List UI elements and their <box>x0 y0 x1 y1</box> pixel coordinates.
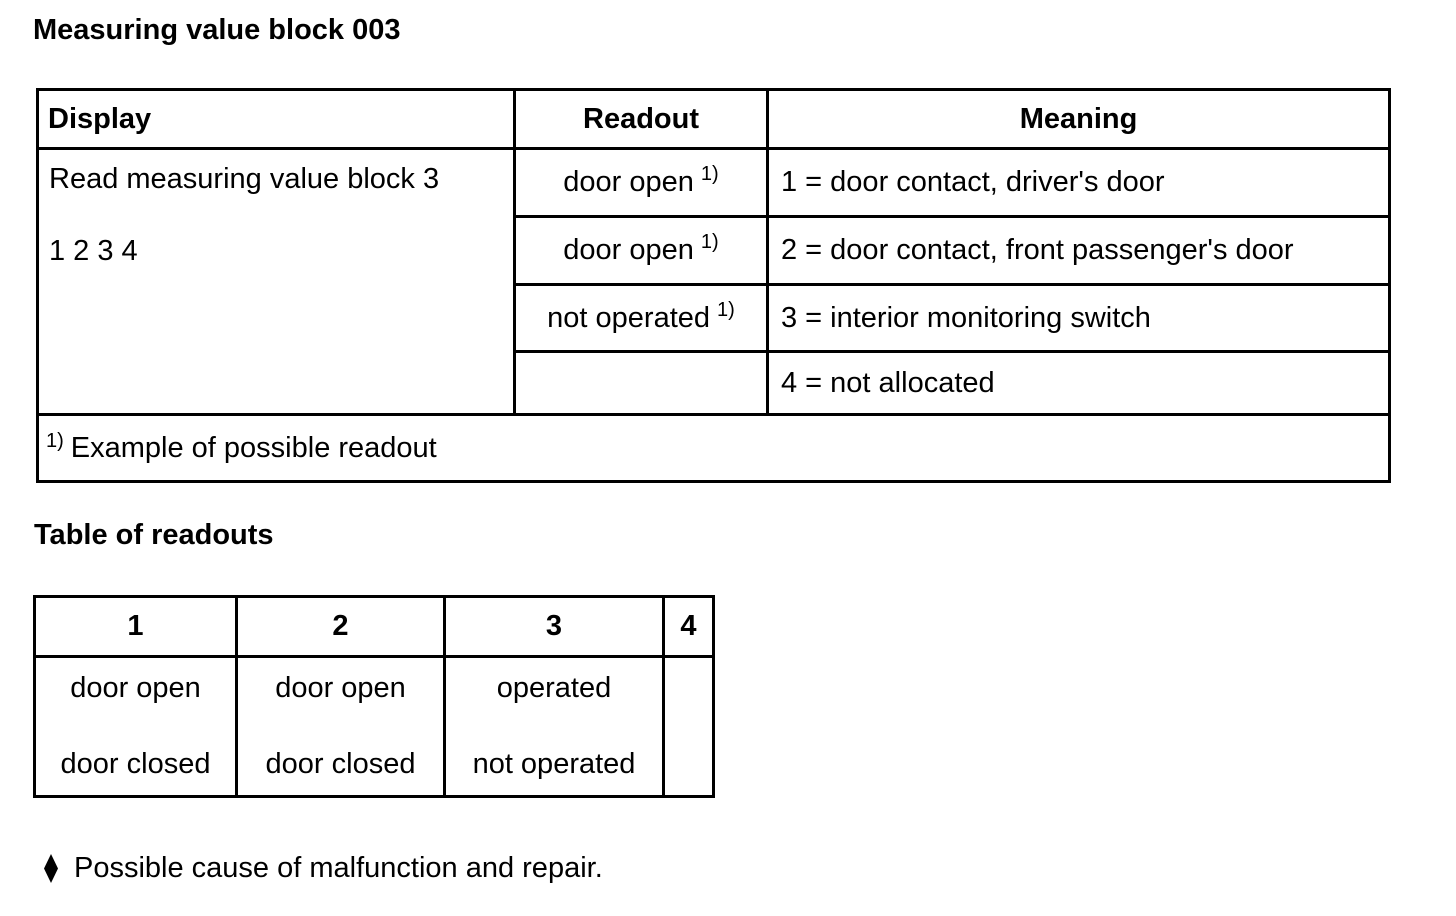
note-line: Possible cause of malfunction and repair… <box>44 851 603 885</box>
footnote-cell: 1) Example of possible readout <box>36 413 1391 483</box>
readouts-header-row: 1 2 3 4 <box>33 595 715 658</box>
meaning-cell-4: 4 = not allocated <box>766 350 1391 416</box>
readouts-body-row: door open door closed door open door clo… <box>33 655 715 798</box>
readout-value: not operated <box>547 301 711 334</box>
column-header-readout: Readout <box>513 88 769 150</box>
measuring-value-table: Display Readout Meaning Read measuring v… <box>36 88 1391 483</box>
footnote-reference: 1) <box>700 163 719 185</box>
readout-value: door open <box>563 234 694 266</box>
readout-state: operated <box>496 672 612 704</box>
table-row: not operated 1) 3 = interior monitoring s… <box>38 283 1391 353</box>
readout-cell-2: door open 1) <box>513 215 769 286</box>
readout-value: door open <box>563 166 694 198</box>
readout-state: door closed <box>265 748 416 780</box>
readout-cell-1: door open 1) <box>513 147 769 218</box>
footnote-text: Example of possible readout <box>70 431 437 464</box>
footnote-reference: 1) <box>700 231 719 253</box>
readouts-cell-1: door open door closed <box>33 655 238 798</box>
meaning-cell-2: 2 = door contact, front passenger's door <box>766 215 1391 286</box>
readouts-table: 1 2 3 4 door open door closed door open … <box>33 595 715 798</box>
section-title-readouts: Table of readouts <box>34 519 274 551</box>
column-header-display: Display <box>36 88 516 150</box>
display-instruction: Read measuring value block 3 <box>49 163 440 195</box>
footnote-reference: 1) <box>717 298 735 321</box>
table-row: Read measuring value block 3 1 2 3 4 doo… <box>36 147 1391 416</box>
table-row: door open 1) 2 = door contact, front pass… <box>38 215 1391 286</box>
diamond-bullet-icon <box>44 853 58 883</box>
readouts-column-header-2: 2 <box>235 595 446 658</box>
display-cell: Read measuring value block 3 1 2 3 4 <box>36 147 516 416</box>
readout-cell-4 <box>513 350 769 416</box>
readouts-column-header-3: 3 <box>443 595 665 658</box>
readouts-cell-3: operated not operated <box>443 655 665 798</box>
readout-state: not operated <box>472 748 636 780</box>
display-values: 1 2 3 4 <box>49 235 138 267</box>
readouts-column-header-4: 4 <box>662 595 715 658</box>
readouts-column-header-1: 1 <box>33 595 238 658</box>
column-header-meaning: Meaning <box>766 88 1391 150</box>
footnote-row: 1) Example of possible readout <box>36 413 1391 483</box>
readouts-cell-2: door open door closed <box>235 655 446 798</box>
meaning-cell-3: 3 = interior monitoring switch <box>766 283 1391 353</box>
page-title: Measuring value block 003 <box>33 14 401 46</box>
measuring-table-header-row: Display Readout Meaning <box>36 88 1391 150</box>
readout-state: door open <box>70 672 201 704</box>
note-text: Possible cause of malfunction and repair… <box>74 851 603 884</box>
footnote-marker: 1) <box>46 429 64 452</box>
table-row: 4 = not allocated <box>38 350 1391 416</box>
readout-cell-3: not operated 1) <box>513 283 769 353</box>
meaning-cell-1: 1 = door contact, driver's door <box>766 147 1391 218</box>
readout-state: door closed <box>60 748 211 780</box>
readout-state: door open <box>275 672 406 704</box>
readouts-cell-4 <box>662 655 715 798</box>
